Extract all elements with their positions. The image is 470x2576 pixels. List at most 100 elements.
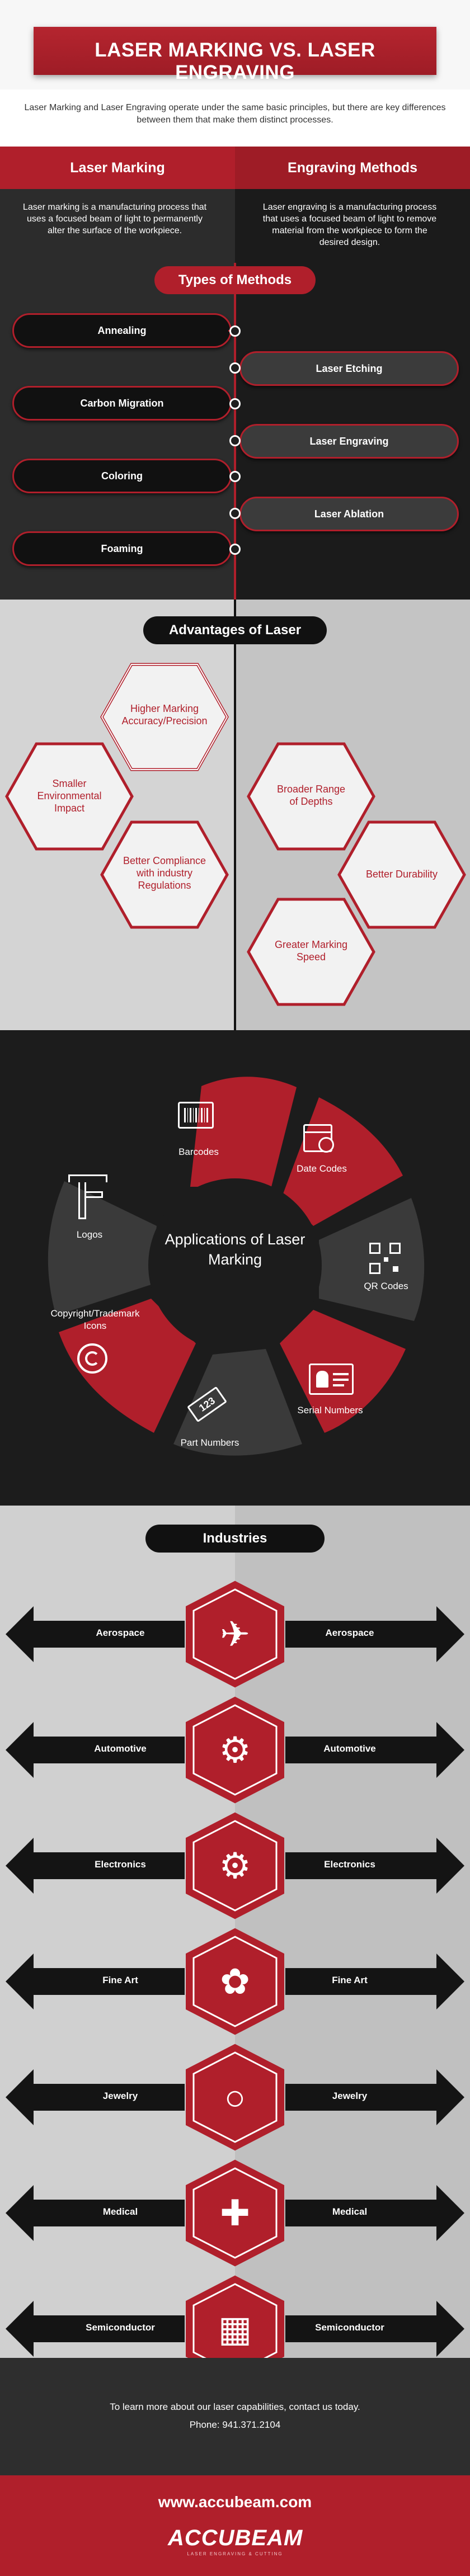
industry-row-graphic xyxy=(6,2044,464,2151)
industry-hexagon xyxy=(186,1812,284,1919)
advantage-text: Higher Marking Accuracy/Precision xyxy=(121,703,208,726)
method-laser-ablation: Laser Ablation xyxy=(239,497,459,531)
medical-kit-icon: ✚ xyxy=(220,2193,250,2233)
advantage-hex: Higher Marking Accuracy/Precision xyxy=(98,661,231,773)
applications-title: Applications of Laser Marking xyxy=(164,1231,306,1268)
app-part-numbers: Part Numbers xyxy=(180,1437,239,1448)
copyright-icon xyxy=(77,1343,107,1374)
industry-hexagon xyxy=(186,1696,284,1804)
industry-label-left: Fine Art xyxy=(102,1975,138,1985)
advantages-section: Advantages of Laser Higher Marking Accur… xyxy=(0,600,470,1030)
robot-arm-car-icon: ⚙ xyxy=(219,1730,251,1770)
industry-label-right: Aerospace xyxy=(325,1627,374,1638)
right-arrow xyxy=(285,1606,464,1662)
advantage-hex: Broader Range of Depths xyxy=(245,740,377,852)
industry-hexagon xyxy=(186,1928,284,2035)
app-logos: Logos xyxy=(76,1229,103,1240)
industry-label-left: Electronics xyxy=(95,1859,146,1870)
motor-icon: ⚙ xyxy=(219,1846,251,1886)
intro-text: Laser Marking and Laser Engraving operat… xyxy=(24,103,446,125)
contact-phone[interactable]: Phone: 941.371.2104 xyxy=(189,2419,281,2430)
timeline-node xyxy=(229,508,241,519)
industry-hexagon-inner xyxy=(192,2051,278,2143)
industry-row-graphic xyxy=(6,1928,464,2035)
industry-label-right: Jewelry xyxy=(332,2091,368,2101)
accubeam-logo: ACCUBEAM LASER ENGRAVING & CUTTING xyxy=(168,2526,303,2556)
industry-hexagon-inner xyxy=(192,2167,278,2259)
title-banner: LASER MARKING VS. LASER ENGRAVING xyxy=(34,27,436,83)
industry-label-left: Medical xyxy=(102,2206,138,2217)
timeline-node xyxy=(229,435,241,446)
chip-icon: ▦ xyxy=(218,2309,252,2349)
laser-marking-description: Laser marking is a manufacturing process… xyxy=(22,202,207,235)
method-carbon-migration: Carbon Migration xyxy=(12,386,232,421)
left-arrow xyxy=(6,2185,185,2241)
advantage-text: Broader Range of Depths xyxy=(276,784,346,807)
laser-marking-heading: Laser Marking xyxy=(0,147,235,189)
right-arrow xyxy=(285,2185,464,2241)
industry-label-left: Jewelry xyxy=(102,2091,138,2101)
advantage-hex: Smaller Environmental Impact xyxy=(3,740,135,852)
app-date-codes: Date Codes xyxy=(297,1163,347,1174)
right-arrow xyxy=(285,1722,464,1778)
applications-section: Applications of Laser Marking Barcodes D… xyxy=(0,1030,470,1506)
contact-cta: To learn more about our laser capabiliti… xyxy=(110,2402,360,2412)
left-arrow xyxy=(6,1722,185,1778)
industry-label-right: Medical xyxy=(332,2206,368,2217)
left-arrow xyxy=(6,1838,185,1894)
industry-label-right: Semiconductor xyxy=(315,2322,384,2333)
industries-heading: Industries xyxy=(145,1525,325,1553)
industry-hexagon xyxy=(186,1580,284,1688)
pinwheel-icon: ✿ xyxy=(220,1961,250,2002)
industry-hexagon-inner xyxy=(192,1704,278,1796)
method-foaming: Foaming xyxy=(12,531,232,566)
laser-engraving-description: Laser engraving is a manufacturing proce… xyxy=(262,202,437,247)
footer: To learn more about our laser capabiliti… xyxy=(0,2358,470,2475)
timeline-node xyxy=(229,544,241,555)
timeline-node xyxy=(229,362,241,374)
method-coloring: Coloring xyxy=(12,459,232,493)
method-laser-engraving: Laser Engraving xyxy=(239,424,459,459)
logo-mark-icon xyxy=(68,1174,107,1219)
advantage-text: Smaller Environmental Impact xyxy=(37,778,102,814)
industry-label-left: Aerospace xyxy=(96,1627,145,1638)
industry-label-left: Semiconductor xyxy=(86,2322,155,2333)
timeline-node xyxy=(229,325,241,337)
center-divider xyxy=(234,263,236,600)
advantage-hex: Better Durability xyxy=(336,819,468,931)
advantage-text: Better Compliance with industry Regulati… xyxy=(123,855,206,891)
comparison-section: Laser Marking Engraving Methods Laser ma… xyxy=(0,147,470,600)
qr-code-icon xyxy=(369,1243,401,1274)
advantage-hex: Better Compliance with industry Regulati… xyxy=(98,819,231,931)
right-arrow xyxy=(285,2301,464,2357)
industry-label-left: Automotive xyxy=(94,1743,147,1754)
advantage-hex: Greater Marking Speed xyxy=(245,896,377,1008)
industry-hexagon xyxy=(186,2159,284,2267)
industry-row-graphic xyxy=(6,2159,464,2267)
ring-icon: ○ xyxy=(224,2077,246,2117)
method-laser-etching: Laser Etching xyxy=(239,351,459,386)
header: LASER MARKING VS. LASER ENGRAVING xyxy=(0,0,470,89)
timeline-node xyxy=(229,398,241,409)
industry-hexagon-inner xyxy=(192,1820,278,1912)
industry-hexagon xyxy=(186,2044,284,2151)
advantages-heading: Advantages of Laser xyxy=(143,616,327,644)
method-annealing: Annealing xyxy=(12,313,232,348)
id-card-icon xyxy=(309,1364,354,1395)
barcode-icon xyxy=(178,1102,214,1129)
left-arrow xyxy=(6,2301,185,2357)
left-arrow xyxy=(6,1606,185,1662)
industry-row-graphic xyxy=(6,1580,464,1688)
app-barcodes: Barcodes xyxy=(178,1147,219,1157)
industry-hexagon-inner xyxy=(192,1588,278,1680)
left-arrow xyxy=(6,2069,185,2125)
intro-band xyxy=(0,89,470,145)
page-title: LASER MARKING VS. LASER ENGRAVING xyxy=(95,39,375,83)
industry-label-right: Automotive xyxy=(323,1743,376,1754)
industry-row-graphic xyxy=(6,1812,464,1919)
website-link[interactable]: www.accubeam.com xyxy=(158,2493,312,2511)
app-qr-codes: QR Codes xyxy=(364,1281,408,1291)
advantage-text: Greater Marking Speed xyxy=(274,939,348,963)
